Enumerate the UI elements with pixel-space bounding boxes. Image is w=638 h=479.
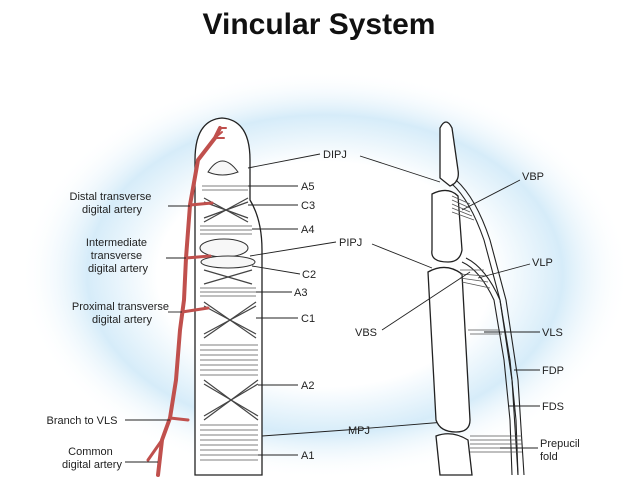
fds-tendon-inner	[465, 257, 519, 476]
artery-tip-branches	[214, 127, 227, 139]
label-vlp: VLP	[532, 257, 553, 269]
label-a3: A3	[294, 287, 307, 299]
label-vls: VLS	[542, 327, 563, 339]
svg-text:Proximal transverse digi: Proximal transverse digital artery	[72, 301, 172, 326]
label-intermediate-1: Intermediate	[86, 237, 147, 249]
intermediate-transverse-branch	[184, 254, 212, 260]
label-proximal-transverse-2: digital artery	[92, 314, 152, 326]
fds-tendon	[461, 261, 513, 476]
lateral-finger-view	[427, 121, 525, 476]
distal-tip-ring	[207, 160, 239, 176]
label-common-digital-1: Common	[68, 446, 113, 458]
left-labels: Distal transverse digital artery Interme…	[47, 191, 190, 471]
label-c3: C3	[301, 200, 315, 212]
pulley-bands	[200, 185, 258, 461]
label-vbp: VBP	[522, 171, 544, 183]
palmar-finger-view	[194, 117, 263, 476]
cruciate-c2	[203, 269, 253, 285]
leader-vbs	[381, 271, 471, 331]
label-intermediate-2: transverse	[91, 250, 142, 262]
leader-pipj	[249, 241, 337, 257]
proximal-transverse-branch	[180, 306, 210, 314]
proximal-phalanx	[427, 266, 471, 433]
distal-transverse-branch	[188, 201, 214, 207]
svg-text:Distal transverse digita: Distal transverse digital artery	[70, 191, 155, 216]
label-pipj: PIPJ	[339, 237, 362, 249]
label-vbs: VBS	[355, 327, 377, 339]
slide-title: Vincular System	[202, 8, 436, 41]
svg-text:Branch to VLS: Branch to VLS	[47, 415, 118, 427]
label-distal-transverse-2: digital artery	[82, 204, 142, 216]
label-a1: A1	[301, 450, 314, 462]
label-a5: A5	[301, 181, 314, 193]
fdp-tendon	[451, 183, 519, 476]
artery-fork	[146, 438, 164, 462]
label-branch-to-vls: Branch to VLS	[47, 415, 118, 427]
background-glow	[20, 70, 630, 479]
label-mpj: MPJ	[348, 425, 370, 437]
label-prepucil-1: Prepucil	[540, 438, 580, 450]
label-a2: A2	[301, 380, 314, 392]
a2-cross-fibers	[203, 379, 259, 421]
svg-text:Common digital artery: Common digital artery	[62, 446, 122, 471]
leader-c2	[251, 265, 301, 275]
leader-pipj-right	[371, 243, 433, 269]
vls-vinculum	[468, 329, 502, 335]
fdp-tendon-inner	[455, 179, 525, 476]
digital-artery	[146, 126, 227, 477]
label-distal-transverse-1: Distal transverse	[70, 191, 152, 203]
leader-dipj-right	[359, 155, 441, 183]
metacarpal-head	[435, 433, 473, 476]
svg-text:Intermediate transverse: Intermediate transverse digital artery	[86, 237, 150, 275]
label-dipj: DIPJ	[323, 149, 347, 161]
cruciate-c1	[203, 301, 257, 339]
label-prepucil-2: fold	[540, 451, 558, 463]
common-digital-artery-trunk	[156, 126, 222, 477]
label-c1: C1	[301, 313, 315, 325]
label-fdp: FDP	[542, 365, 564, 377]
leader-dipj	[247, 153, 321, 169]
leader-vbp	[461, 179, 521, 211]
branch-to-vls	[168, 416, 190, 422]
label-fds: FDS	[542, 401, 564, 413]
label-proximal-transverse-1: Proximal transverse	[72, 301, 169, 313]
dip-joint-ring	[199, 238, 249, 258]
svg-text:Prepucil fold: Prepucil fold	[540, 438, 583, 463]
vbp-vinculum	[451, 195, 475, 221]
label-common-digital-2: digital artery	[62, 459, 122, 471]
middle-phalanx	[431, 189, 463, 263]
vlp-vinculum	[459, 269, 491, 289]
label-c2: C2	[302, 269, 316, 281]
center-labels: DIPJ A5 C3 A4 PIPJ C2 A3 C1 VBS A2 MPJ A…	[247, 149, 446, 462]
pip-joint-ring	[200, 255, 256, 269]
right-labels: VBP VLP VLS FDP FDS Prepucil fold	[359, 155, 583, 463]
leader-vlp	[477, 263, 531, 279]
distal-phalanx	[439, 121, 459, 187]
label-intermediate-3: digital artery	[88, 263, 148, 275]
label-a4: A4	[301, 224, 314, 236]
leader-mpj	[261, 421, 446, 437]
